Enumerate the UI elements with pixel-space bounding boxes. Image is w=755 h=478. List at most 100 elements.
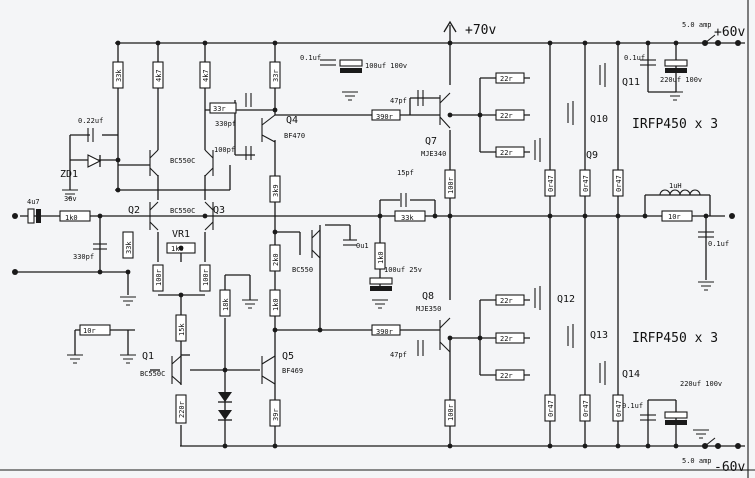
q1-part: BC550C xyxy=(140,370,165,378)
mosfet-group-top-label: IRFP450 x 3 xyxy=(632,117,718,132)
res-0r47-2: 0r47 xyxy=(582,175,590,192)
cap-4u7-label: 4u7 xyxy=(27,198,40,206)
res-4k7-a: 4k7 xyxy=(155,69,163,82)
res-100r-q7: 100r xyxy=(447,177,455,194)
res-4k7-b: 4k7 xyxy=(202,69,210,82)
cap-01uf-right-bottom: 0.1uf xyxy=(622,402,643,410)
zd1-label: ZD1 xyxy=(60,169,78,180)
q7-label: Q7 xyxy=(425,136,437,147)
res-220r: 220r xyxy=(178,401,186,418)
resistors xyxy=(59,61,693,427)
cap-15pf: 15pf xyxy=(397,169,414,177)
res-33k-feedback: 33k xyxy=(401,214,414,222)
cap-100uf-100v: 100uf 100v xyxy=(365,62,407,70)
capacitors xyxy=(31,59,714,421)
diodes xyxy=(87,154,232,421)
zd1-value: 36v xyxy=(64,195,77,203)
res-22r-5: 22r xyxy=(500,335,513,343)
output-inductor xyxy=(659,189,701,196)
res-1k0-b: 1k0 xyxy=(272,298,280,311)
q8-part: MJE350 xyxy=(416,305,441,313)
cap-022uf-label: 0.22uf xyxy=(78,117,103,125)
cap-01uf-right-top: 0.1uf xyxy=(624,54,645,62)
terminal-input-ground xyxy=(12,269,18,275)
cap-100pf: 100pf xyxy=(214,146,235,154)
component-labels: +70v +60v -60v 5.0 amp 5.0 amp IRFP450 x… xyxy=(27,21,745,475)
res-100r-q8: 100r xyxy=(447,404,455,421)
cap-0u1: 0u1 xyxy=(356,242,369,250)
terminal-plus60 xyxy=(735,40,741,46)
res-10r-left: 10r xyxy=(83,327,96,335)
res-0r47-6: 0r47 xyxy=(615,400,623,417)
vr1-label: VR1 xyxy=(172,229,190,240)
terminal-input xyxy=(12,213,18,219)
res-15k: 15k xyxy=(178,323,186,336)
res-0r47-1: 0r47 xyxy=(547,175,555,192)
cap-47pf-bottom: 47pf xyxy=(390,351,407,359)
electrolytic-capacitors xyxy=(27,59,688,425)
q1-label: Q1 xyxy=(142,351,154,362)
inductor-value: 1uH xyxy=(669,182,682,190)
ground-symbols xyxy=(62,91,714,439)
cap-330pf-input: 330pf xyxy=(73,253,94,261)
terminal-minus60 xyxy=(735,443,741,449)
res-39r: 39r xyxy=(272,408,280,421)
q5-label: Q5 xyxy=(282,351,294,362)
mosfet-group-bottom-label: IRFP450 x 3 xyxy=(632,331,718,346)
transistors xyxy=(149,63,606,385)
res-33k-b: 33k xyxy=(125,241,133,254)
res-390r-bottom: 390r xyxy=(376,328,393,336)
q8-label: Q8 xyxy=(422,291,434,302)
res-100r-b: 100r xyxy=(202,269,210,286)
fuse-bottom-label: 5.0 amp xyxy=(682,457,712,465)
cap-100uf-25v: 100uf 25v xyxy=(384,266,422,274)
res-100r-a: 100r xyxy=(155,269,163,286)
res-33r-q4: 33r xyxy=(213,105,226,113)
res-22r-2: 22r xyxy=(500,112,513,120)
fuse-top-label: 5.0 amp xyxy=(682,21,712,29)
res-1k0-input: 1k0 xyxy=(65,214,78,222)
cap-01uf-zobel: 0.1uf xyxy=(708,240,729,248)
arrow-plus70 xyxy=(443,20,457,33)
res-22r-1: 22r xyxy=(500,75,513,83)
res-2k0: 2k0 xyxy=(272,253,280,266)
q12-label: Q12 xyxy=(557,294,575,305)
cap-220uf-bottom: 220uf 100v xyxy=(680,380,722,388)
res-1k0-c: 1k0 xyxy=(377,251,385,264)
diffpair-top-part: BC550C xyxy=(170,157,195,165)
q4-part: BF470 xyxy=(284,132,305,140)
res-0r47-4: 0r47 xyxy=(547,400,555,417)
res-33r-vertical: 33r xyxy=(272,69,280,82)
res-10r-output: 10r xyxy=(668,213,681,221)
q14-label: Q14 xyxy=(622,369,640,380)
rail-plus70-label: +70v xyxy=(465,23,496,38)
vbe-part: BC550 xyxy=(292,266,313,274)
res-22r-3: 22r xyxy=(500,149,513,157)
q2-label: Q2 xyxy=(128,205,140,216)
rail-minus60-label: -60v xyxy=(714,460,745,475)
rail-plus60-label: +60v xyxy=(714,25,745,40)
res-0r47-3: 0r47 xyxy=(615,175,623,192)
terminal-output xyxy=(729,213,735,219)
cap-01uf-top: 0.1uf xyxy=(300,54,321,62)
res-390r-top: 390r xyxy=(376,113,393,121)
res-22r-4: 22r xyxy=(500,297,513,305)
cap-330pf-q4: 330pf xyxy=(215,120,236,128)
q13-label: Q13 xyxy=(590,330,608,341)
q10-label: Q10 xyxy=(590,114,608,125)
res-33k-a: 33k xyxy=(115,69,123,82)
res-3k9: 3k9 xyxy=(272,184,280,197)
junction-dots xyxy=(97,40,709,449)
q11-label: Q11 xyxy=(622,77,640,88)
res-1k0-vr1: 1k0 xyxy=(171,245,184,253)
res-0r47-5: 0r47 xyxy=(582,400,590,417)
q5-part: BF469 xyxy=(282,367,303,375)
q9-label: Q9 xyxy=(586,150,598,161)
cap-220uf-top: 220uf 100v xyxy=(660,76,702,84)
q7-part: MJE340 xyxy=(421,150,446,158)
res-22r-6: 22r xyxy=(500,372,513,380)
terminals xyxy=(12,20,741,449)
q3-label: Q3 xyxy=(213,205,225,216)
